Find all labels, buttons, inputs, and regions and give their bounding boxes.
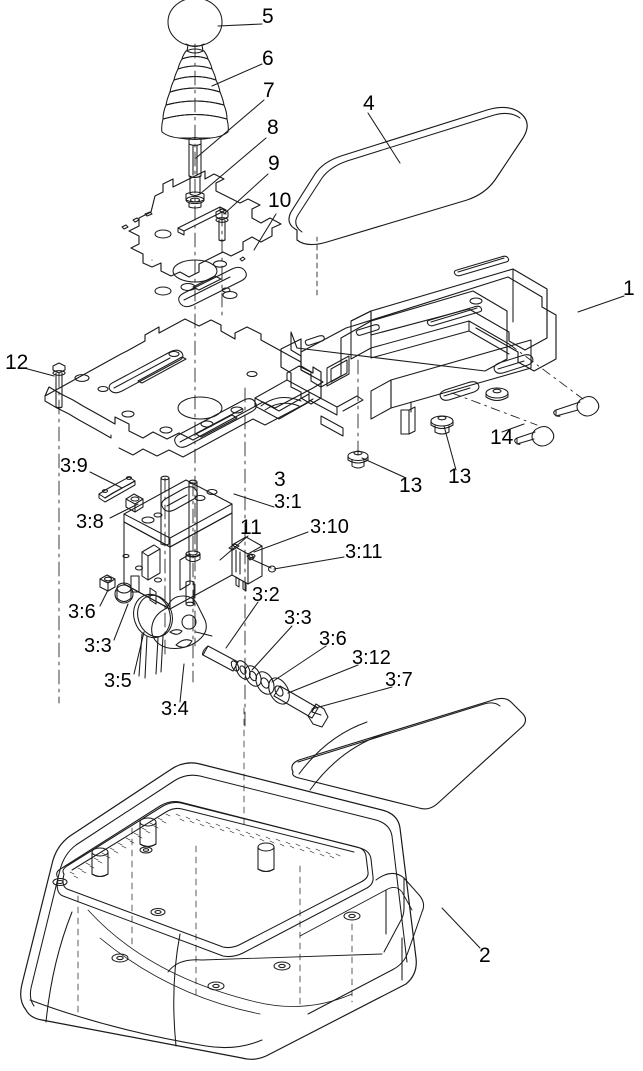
callout-11: 11 [240, 516, 262, 539]
part-washer-left [114, 582, 134, 604]
part-console-pad-cushion [288, 106, 528, 296]
callout-12: 12 [5, 351, 29, 374]
callout-10: 10 [268, 189, 292, 212]
callout-3: 3 [274, 468, 286, 491]
callout-3-6-left: 3:6 [68, 601, 96, 623]
callout-3-11: 3:11 [345, 541, 383, 563]
callout-3-12: 3:12 [352, 647, 391, 669]
callout-9: 9 [268, 152, 280, 175]
part-shift-boot-bellows [161, 48, 229, 141]
callout-3-6-right: 3:6 [319, 628, 347, 650]
callout-3-7: 3:7 [385, 669, 413, 691]
part-rubber-grommet [347, 387, 509, 469]
callout-1: 1 [623, 277, 635, 300]
part-push-rivet-fastener [514, 395, 600, 447]
callout-3-9: 3:9 [60, 455, 88, 477]
callout-8: 8 [267, 116, 279, 139]
part-hex-head-bolt [273, 685, 329, 728]
part-console-cover-shroud [280, 255, 557, 435]
part-limit-switch [228, 536, 263, 592]
callout-3-2: 3:2 [252, 584, 280, 606]
part-detent-link-rod [98, 476, 136, 503]
part-lock-nut-left [99, 574, 116, 592]
part-upper-mounting-plate [121, 170, 282, 308]
callout-5: 5 [262, 5, 274, 28]
callout-4: 4 [363, 92, 375, 115]
part-lower-console-housing [20, 697, 527, 1060]
callout-3-3-right: 3:3 [284, 607, 312, 629]
assembly-axis-lines [58, 43, 359, 729]
callout-7: 7 [263, 79, 275, 102]
part-spacer-sleeve [201, 645, 240, 672]
callout-13-left: 13 [399, 474, 423, 497]
callout-3-1: 3:1 [274, 491, 302, 513]
part-main-lower-plate [44, 318, 364, 458]
callout-3-4: 3:4 [161, 698, 189, 720]
callout-3-8: 3:8 [76, 511, 104, 533]
callout-13-right: 13 [448, 465, 472, 488]
callout-2: 2 [479, 944, 491, 967]
callout-6: 6 [262, 47, 274, 70]
part-torsion-spring [133, 593, 173, 679]
callout-3-3-left: 3:3 [84, 635, 112, 657]
part-pivot-nut [125, 493, 144, 513]
callout-3-5: 3:5 [104, 670, 132, 692]
part-switch-mounting-screw [246, 553, 277, 573]
callout-14: 14 [490, 426, 514, 449]
callout-leader-lines [23, 23, 625, 949]
callout-3-10: 3:10 [310, 516, 349, 538]
part-washer-stack [235, 660, 290, 705]
